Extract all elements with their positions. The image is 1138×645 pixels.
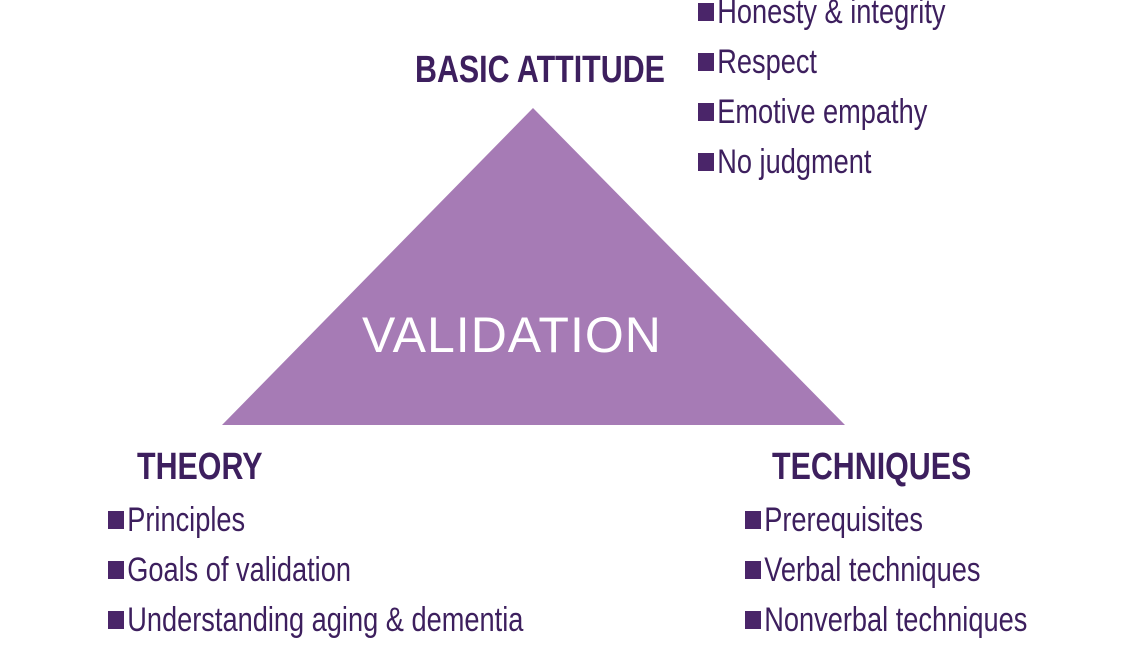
item-label: Prerequisites: [764, 500, 923, 539]
basic-attitude-title: BASIC ATTITUDE: [415, 49, 665, 91]
techniques-title: TECHNIQUES: [772, 446, 972, 488]
item-label: Goals of validation: [127, 550, 351, 589]
theory-list: Principles Goals of validation Understan…: [108, 495, 523, 645]
list-item: Emotive empathy: [698, 87, 945, 137]
triangle-shape: [222, 108, 845, 425]
techniques-list: Prerequisites Verbal techniques Nonverba…: [745, 495, 1027, 645]
basic-attitude-list: Honesty & integrity Respect Emotive empa…: [698, 0, 945, 187]
square-bullet-icon: [745, 511, 761, 529]
square-bullet-icon: [698, 103, 714, 121]
square-bullet-icon: [698, 3, 714, 21]
item-label: Nonverbal techniques: [764, 600, 1028, 639]
list-item: Understanding aging & dementia: [108, 595, 523, 645]
list-item: Respect: [698, 37, 945, 87]
square-bullet-icon: [745, 611, 761, 629]
center-label: VALIDATION: [362, 307, 662, 363]
list-item: Goals of validation: [108, 545, 523, 595]
square-bullet-icon: [108, 611, 124, 629]
list-item: Principles: [108, 495, 523, 545]
theory-title: THEORY: [137, 446, 263, 488]
list-item: Honesty & integrity: [698, 0, 945, 37]
item-label: No judgment: [717, 142, 872, 181]
list-item: Verbal techniques: [745, 545, 1027, 595]
square-bullet-icon: [745, 561, 761, 579]
item-label: Understanding aging & dementia: [127, 600, 524, 639]
list-item: Prerequisites: [745, 495, 1027, 545]
square-bullet-icon: [108, 511, 124, 529]
item-label: Emotive empathy: [717, 92, 928, 131]
item-label: Honesty & integrity: [717, 0, 946, 31]
list-item: No judgment: [698, 137, 945, 187]
square-bullet-icon: [108, 561, 124, 579]
list-item: Nonverbal techniques: [745, 595, 1027, 645]
square-bullet-icon: [698, 153, 714, 171]
square-bullet-icon: [698, 53, 714, 71]
item-label: Respect: [717, 42, 817, 81]
item-label: Principles: [127, 500, 246, 539]
item-label: Verbal techniques: [764, 550, 981, 589]
